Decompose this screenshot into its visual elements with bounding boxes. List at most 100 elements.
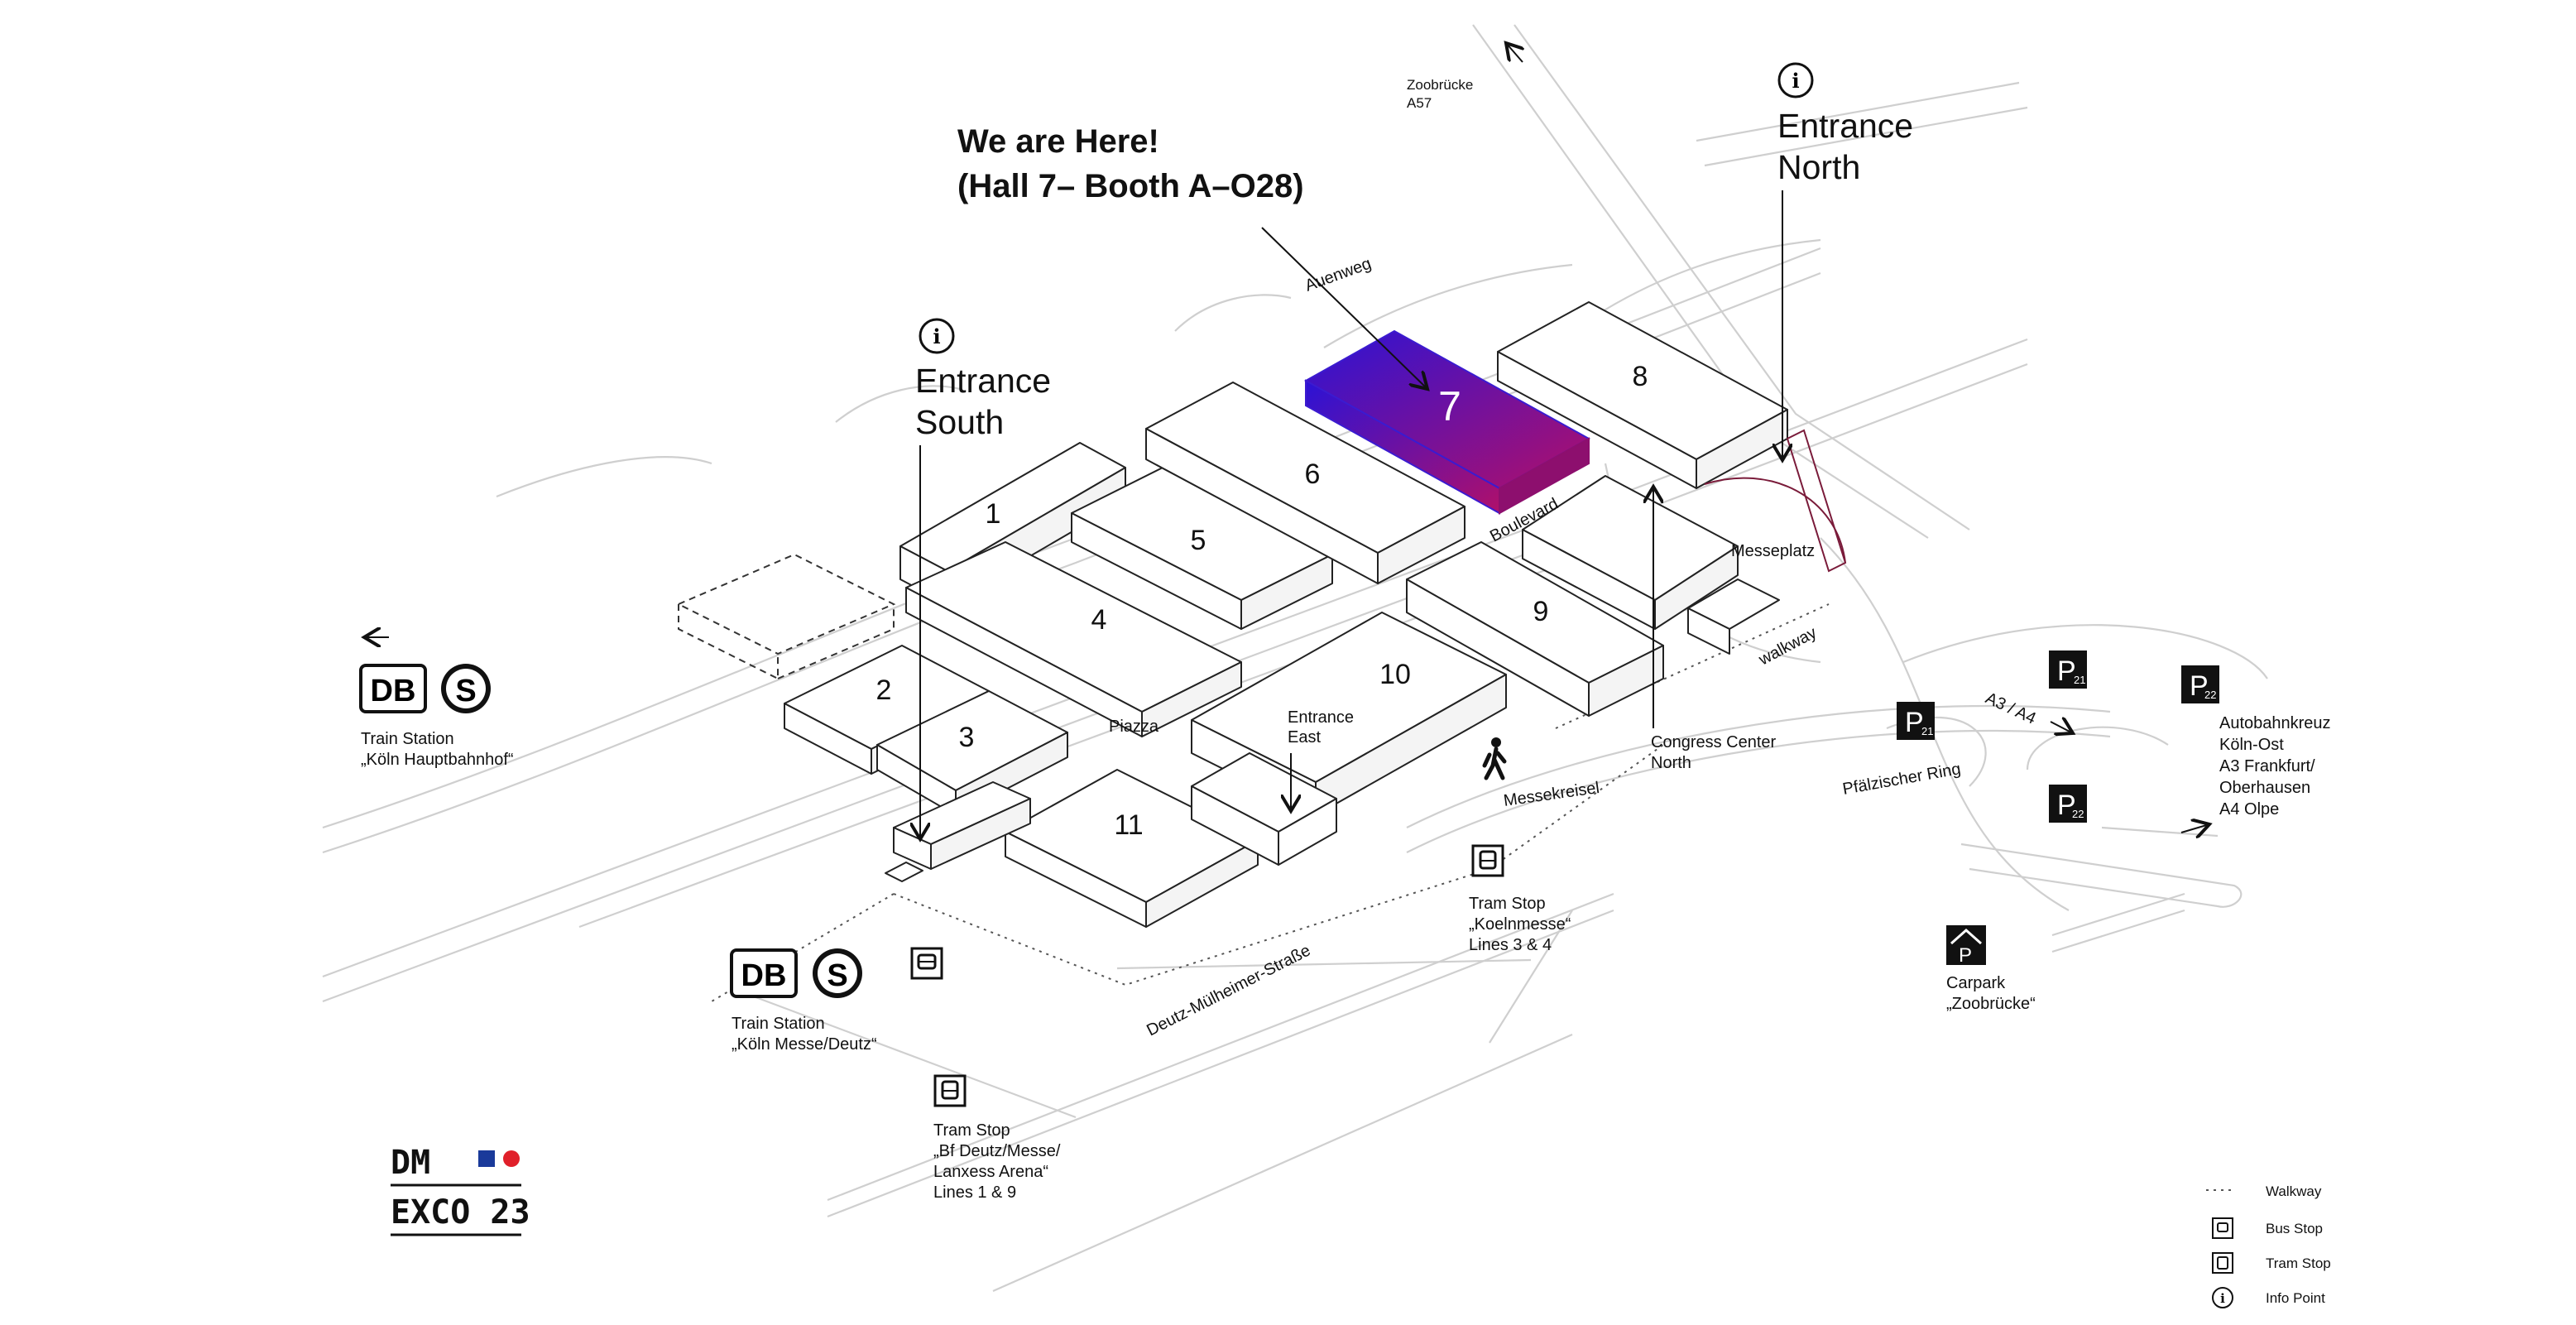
- entrance-east[interactable]: Entrance East: [1288, 708, 1354, 811]
- svg-text:22: 22: [2072, 808, 2084, 820]
- logo-line1: DM: [391, 1144, 430, 1182]
- svg-text:Walkway: Walkway: [2266, 1183, 2322, 1199]
- parking-p22-north[interactable]: P 22: [2181, 665, 2219, 703]
- walkway-label: walkway: [1755, 624, 1820, 670]
- bus-stop-icon[interactable]: [910, 947, 943, 980]
- svg-text:P: P: [1905, 707, 1924, 738]
- info-icon: [1777, 62, 1814, 98]
- entrance-south-line2: South: [915, 403, 1004, 441]
- legend-bus: Bus Stop: [2212, 1217, 2323, 1239]
- hall-9[interactable]: [1406, 541, 1664, 717]
- bus-icon: [2212, 1217, 2233, 1239]
- hall-10-label: 10: [1379, 659, 1411, 690]
- headline-line2: (Hall 7– Booth A–O28): [957, 168, 1304, 204]
- zoobruecke-line1: Zoobrücke: [1407, 77, 1473, 93]
- hall-6-label: 6: [1305, 458, 1321, 490]
- autobahn-label: Autobahnkreuz Köln-Ost A3 Frankfurt/ Obe…: [2180, 714, 2331, 833]
- legend-tram: Tram Stop: [2212, 1252, 2331, 1274]
- tram-koelnmesse-line3: Lines 3 & 4: [1469, 936, 1552, 954]
- road-network: [322, 24, 2268, 1293]
- logo-dot: [503, 1150, 520, 1167]
- headline-pointer-arrow: [1261, 227, 1427, 389]
- parking-p21-north[interactable]: P 21: [2049, 650, 2087, 689]
- tram-deutz-line3: Lanxess Arena“: [933, 1163, 1048, 1181]
- entrance-south-line1: Entrance: [915, 362, 1051, 400]
- s-bahn-icon-text: S: [827, 958, 847, 993]
- tram-koelnmesse-line1: Tram Stop: [1469, 895, 1546, 913]
- parking-p21-south[interactable]: P 21: [1897, 702, 1935, 740]
- svg-text:Info Point: Info Point: [2266, 1290, 2325, 1306]
- dashed-building: [676, 553, 896, 680]
- messe-deutz-line1: Train Station: [732, 1015, 825, 1033]
- messeplatz-label: Messeplatz: [1731, 542, 1815, 560]
- svg-text:21: 21: [2074, 674, 2085, 686]
- db-logo-text: DB: [741, 958, 787, 993]
- messeplatz-arc: [1704, 477, 1846, 564]
- hall-3-label: 3: [959, 722, 975, 753]
- tram-deutz-line4: Lines 1 & 9: [933, 1183, 1016, 1202]
- hall-4-label: 4: [1091, 604, 1107, 636]
- pfaelzischer-ring-label: Pfälzischer Ring: [1841, 760, 1962, 799]
- entrance-north-line2: North: [1777, 148, 1860, 186]
- svg-text:P: P: [2190, 670, 2209, 702]
- hall-11[interactable]: [1005, 769, 1259, 928]
- legend-info: i Info Point: [2212, 1287, 2325, 1308]
- a3-a4-arrow: [2050, 722, 2073, 733]
- tram-stop-deutz[interactable]: Tram Stop „Bf Deutz/Messe/ Lanxess Arena…: [933, 1074, 1061, 1202]
- s-bahn-icon-text: S: [455, 674, 476, 708]
- hall-8[interactable]: [1497, 301, 1788, 489]
- hall-6[interactable]: [1145, 382, 1465, 584]
- headline-line1: We are Here!: [957, 123, 1159, 160]
- entrance-east-line2: East: [1288, 728, 1321, 747]
- svg-text:21: 21: [1921, 725, 1933, 737]
- logo-line2: EXCO 23: [391, 1193, 530, 1231]
- db-logo-text: DB: [371, 674, 416, 708]
- tram-stop-koelnmesse[interactable]: Tram Stop „Koelnmesse“ Lines 3 & 4: [1469, 737, 1571, 954]
- hbf-line1: Train Station: [361, 730, 454, 748]
- legend-walkway: Walkway: [2206, 1183, 2322, 1199]
- train-station-messe-deutz[interactable]: DB S Train Station „Köln Messe/Deutz“: [730, 948, 877, 1054]
- parking-p22-south[interactable]: P 22: [2049, 785, 2087, 823]
- hall-8-label: 8: [1633, 361, 1648, 392]
- zoobruecke-line2: A57: [1407, 95, 1432, 111]
- dmexco-logo: DM EXCO 23: [391, 1144, 530, 1236]
- deutz-muelheimer-label: Deutz-Mülheimer-Straße: [1144, 941, 1313, 1039]
- db-logo: [730, 948, 798, 998]
- svg-text:Bus Stop: Bus Stop: [2266, 1221, 2323, 1236]
- hall-4[interactable]: [905, 541, 1242, 737]
- svg-text:P: P: [2057, 790, 2076, 821]
- carpark-zoobruecke[interactable]: P Carpark „Zoobrücke“: [1946, 925, 2036, 1013]
- congress-center: [1522, 475, 1780, 655]
- messe-deutz-line2: „Köln Messe/Deutz“: [732, 1035, 877, 1054]
- hall-7[interactable]: [1303, 329, 1591, 515]
- train-station-hbf[interactable]: DB S Train Station „Köln Hauptbahnhof“: [359, 637, 514, 769]
- svg-text:P: P: [1959, 944, 1972, 967]
- entrance-east-line1: Entrance: [1288, 708, 1354, 727]
- tram-icon: [2212, 1252, 2233, 1274]
- hall-5-label: 5: [1191, 525, 1206, 556]
- congress-line1: Congress Center: [1651, 733, 1777, 751]
- svg-text:A3 Frankfurt/: A3 Frankfurt/: [2219, 757, 2315, 775]
- hall-11-label: 11: [1114, 809, 1143, 841]
- svg-text:Autobahnkreuz: Autobahnkreuz: [2219, 714, 2331, 732]
- carpark-line1: Carpark: [1946, 974, 2006, 992]
- entrance-south[interactable]: i Entrance South: [915, 318, 1051, 839]
- hbf-line2: „Köln Hauptbahnhof“: [361, 751, 514, 769]
- entrance-north-line1: Entrance: [1777, 107, 1913, 145]
- entrance-north-canopy: [1786, 429, 1847, 573]
- pedestrian-icon: [1482, 737, 1507, 780]
- hall-5[interactable]: [1071, 467, 1333, 630]
- tram-icon: [1471, 844, 1504, 877]
- hall-7-label: 7: [1438, 383, 1461, 430]
- hall-2-label: 2: [876, 675, 892, 706]
- entrance-north[interactable]: i Entrance North: [1777, 62, 1913, 460]
- hall-9-label: 9: [1533, 596, 1549, 627]
- zoobruecke-arrow: [1506, 43, 1523, 63]
- tram-deutz-line1: Tram Stop: [933, 1121, 1010, 1140]
- tram-deutz-line2: „Bf Deutz/Messe/: [933, 1142, 1061, 1160]
- svg-text:i: i: [2220, 1291, 2225, 1306]
- svg-text:Oberhausen: Oberhausen: [2219, 779, 2310, 797]
- logo-square: [478, 1150, 495, 1167]
- info-icon: [2212, 1287, 2233, 1308]
